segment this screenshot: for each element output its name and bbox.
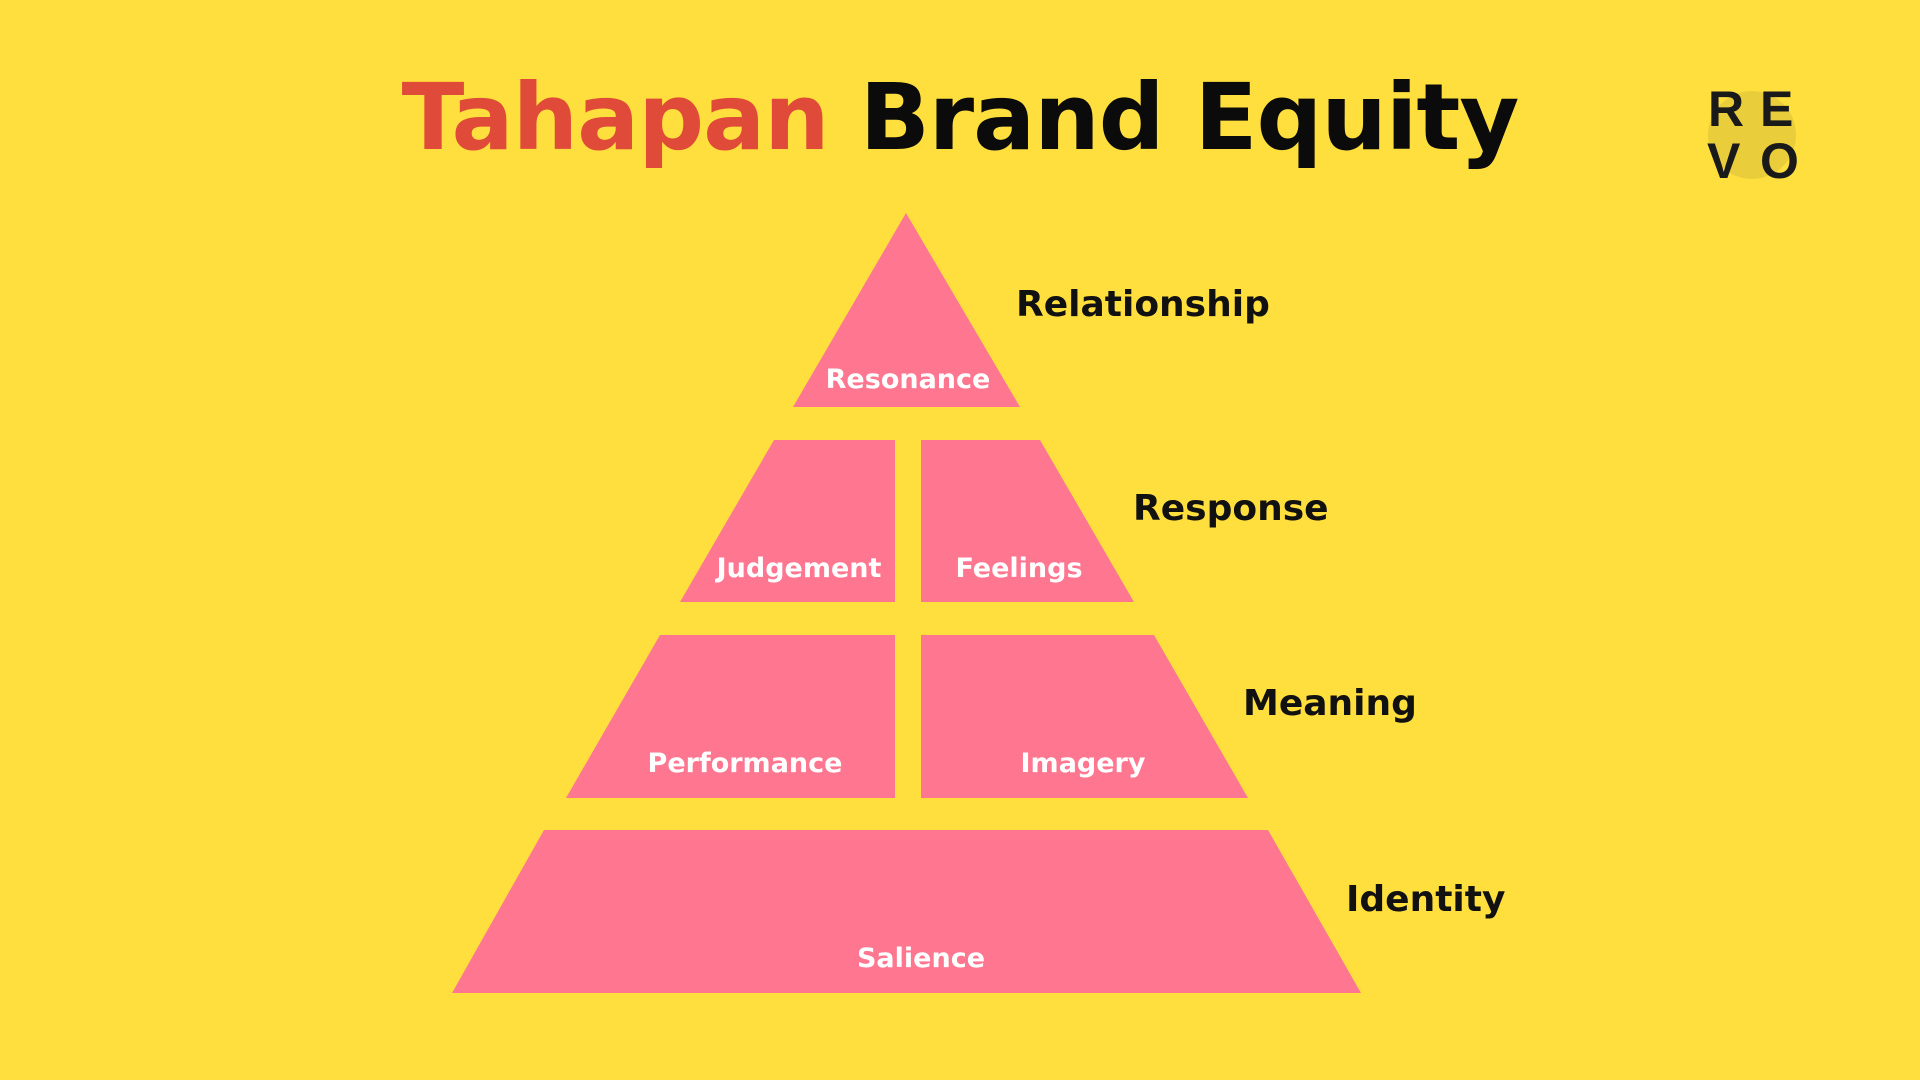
title-accent: Tahapan: [401, 64, 830, 171]
block-judgement: [680, 440, 895, 602]
block-imagery: [921, 635, 1248, 798]
block-salience: [452, 830, 1361, 993]
stage-label-identity: Identity: [1346, 879, 1505, 920]
pyramid-level-identity: Salience Identity: [452, 830, 1505, 993]
logo-badge: [1708, 91, 1796, 179]
block-feelings: [921, 440, 1134, 602]
block-label-performance: Performance: [648, 748, 843, 779]
logo-letter-r: R: [1708, 81, 1744, 137]
title-main: Brand Equity: [859, 64, 1520, 171]
pyramid-level-relationship: Resonance Relationship: [793, 213, 1270, 407]
pyramid-level-meaning: Performance Imagery Meaning: [566, 635, 1417, 798]
stage-label-relationship: Relationship: [1016, 284, 1270, 325]
logo-letter-o: O: [1760, 133, 1799, 189]
block-resonance: [793, 213, 1020, 407]
stage-label-response: Response: [1133, 488, 1329, 529]
stage-label-meaning: Meaning: [1243, 683, 1417, 724]
block-label-resonance: Resonance: [826, 364, 991, 395]
logo-letter-v: V: [1707, 133, 1741, 189]
logo-letter-e: E: [1760, 81, 1793, 137]
revo-logo: R E V O: [1707, 81, 1799, 189]
block-label-imagery: Imagery: [1021, 748, 1146, 779]
block-label-salience: Salience: [857, 943, 985, 974]
page-title: Tahapan Brand Equity: [0, 72, 1920, 164]
block-label-judgement: Judgement: [715, 553, 882, 584]
block-performance: [566, 635, 895, 798]
pyramid-level-response: Judgement Feelings Response: [680, 440, 1329, 602]
block-label-feelings: Feelings: [955, 553, 1082, 584]
